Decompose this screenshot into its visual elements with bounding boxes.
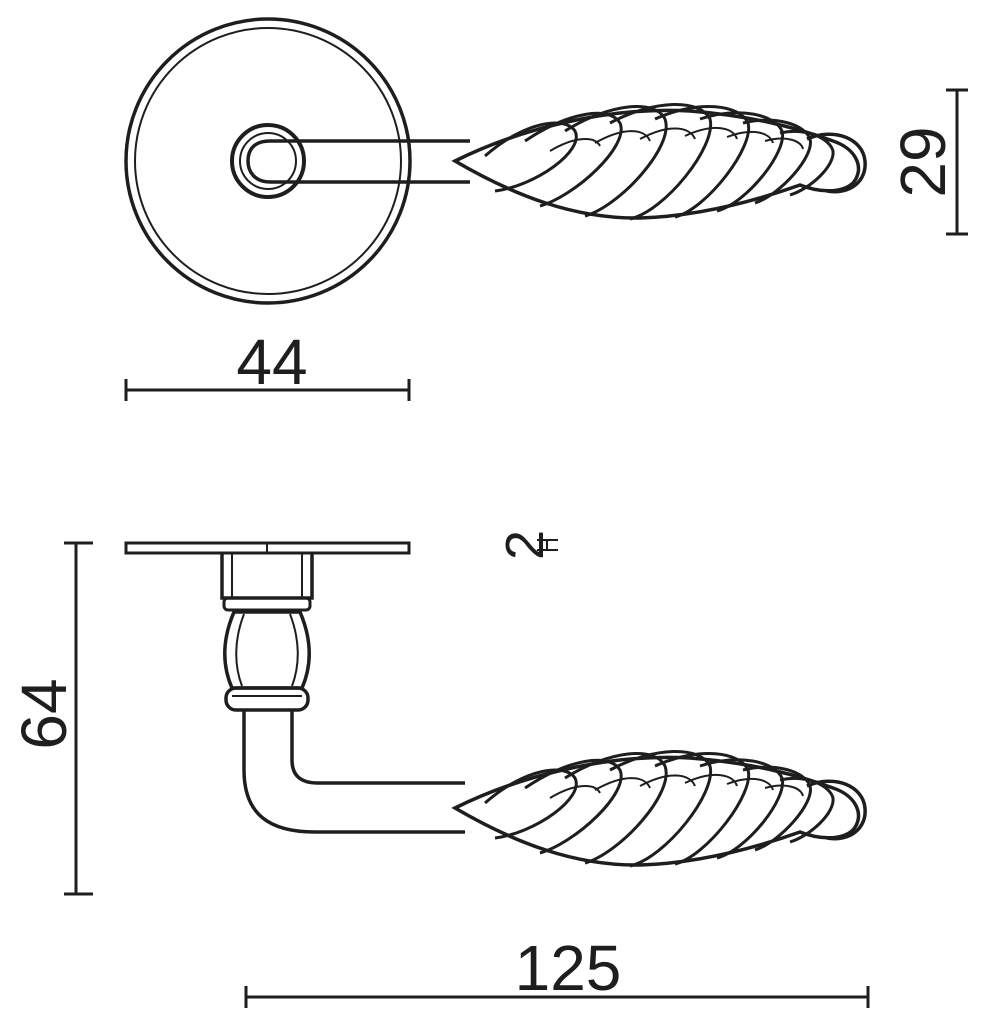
neck-bulb xyxy=(223,610,311,690)
dimension-projection: 64 xyxy=(8,541,93,896)
dimension-handle-height: 29 xyxy=(887,88,968,236)
dimension-rose-diameter: 44 xyxy=(124,326,411,401)
spindle-boss-inner xyxy=(239,132,297,190)
twisted-grip-side xyxy=(453,749,867,868)
dimension-label-125: 125 xyxy=(515,932,622,1004)
twisted-grip-top xyxy=(453,102,867,221)
rose-inner-circle xyxy=(134,27,402,295)
neck-ring-lower xyxy=(224,686,310,712)
top-view: 29 44 xyxy=(124,17,968,401)
rose-outer-circle xyxy=(124,17,412,305)
spindle-boss xyxy=(230,123,306,199)
lever-stem-top xyxy=(246,139,470,184)
dimension-label-2: 2 xyxy=(495,530,555,560)
dimension-label-44: 44 xyxy=(236,326,307,398)
side-view: 2 64 xyxy=(8,530,870,1008)
dimension-length: 125 xyxy=(244,932,870,1008)
neck-collar xyxy=(220,553,314,600)
dimension-rose-thickness: 2 xyxy=(495,530,558,560)
dimension-label-29: 29 xyxy=(887,126,959,197)
dimension-label-64: 64 xyxy=(8,678,80,749)
neck-ring-upper xyxy=(222,596,312,612)
lever-arm-side xyxy=(242,710,465,834)
